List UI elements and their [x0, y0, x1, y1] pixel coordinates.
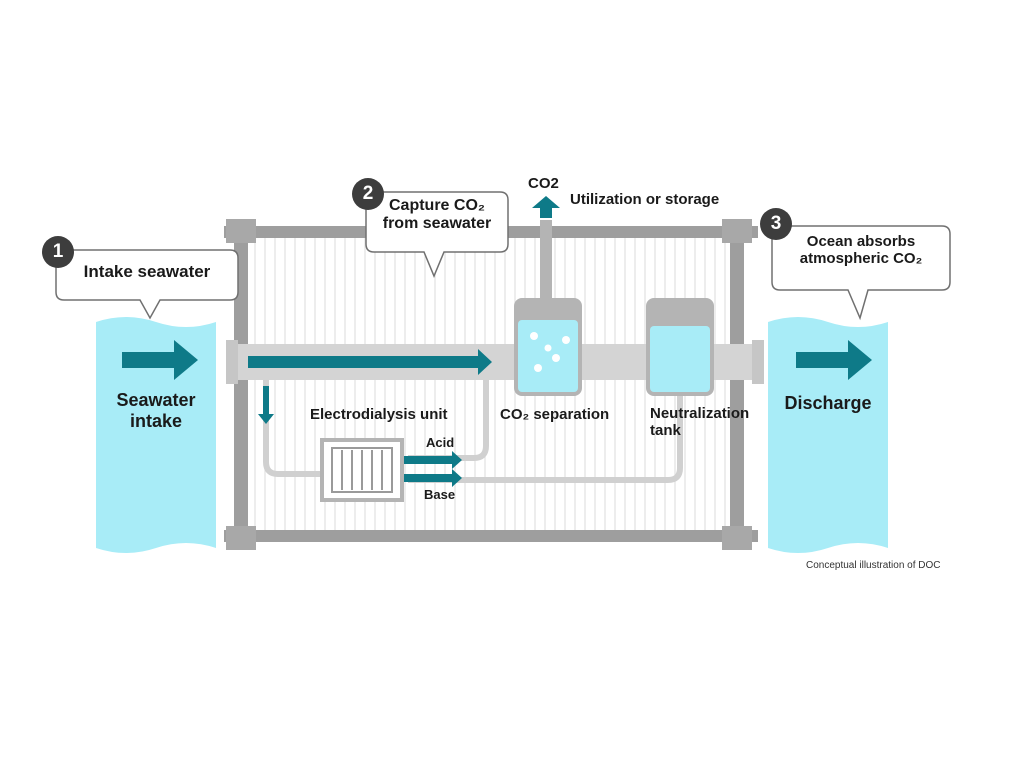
neutralization-line1: Neutralization	[650, 405, 750, 422]
frame-post-left	[234, 222, 248, 544]
seawater-intake-line2: intake	[129, 410, 183, 431]
neutralization-line2: tank	[650, 422, 681, 440]
diagram-caption: Conceptual illustration of DOC	[806, 560, 941, 571]
step-2-badge: 2	[352, 178, 384, 210]
down-flow-arrow	[258, 386, 274, 424]
discharge-water-column	[768, 317, 888, 553]
bubble	[530, 332, 538, 340]
frame-joint-bl	[226, 526, 256, 550]
bubble	[562, 336, 570, 344]
co2-vent-pipe	[540, 220, 552, 304]
seawater-intake-label: Seawater intake	[96, 390, 216, 431]
co2-label: CO2	[528, 175, 559, 192]
acid-arrow	[404, 451, 462, 469]
bubble	[552, 354, 560, 362]
bubble	[544, 344, 552, 352]
bubble-1	[55, 249, 239, 320]
seawater-intake-line1: Seawater	[116, 390, 196, 410]
main-flow-arrow	[248, 349, 492, 375]
discharge-label: Discharge	[784, 393, 872, 413]
neutralization-liquid	[650, 326, 710, 392]
step-3-label-line2: atmospheric CO₂	[799, 250, 923, 268]
step-1-badge: 1	[42, 236, 74, 268]
acid-return-pipe	[408, 380, 489, 461]
intake-arrow	[122, 340, 198, 380]
step-3-badge: 3	[760, 208, 792, 240]
electrodialysis-unit-label: Electrodialysis unit	[310, 406, 448, 423]
frame-joint-br	[722, 526, 752, 550]
step-1-label: Intake seawater	[83, 262, 211, 281]
frame-joint-tr	[722, 219, 752, 243]
step-2-label-line2: from seawater	[382, 215, 492, 233]
bubble	[534, 364, 542, 372]
base-label: Base	[424, 487, 456, 502]
lower-pipe-loop	[263, 380, 322, 477]
acid-label: Acid	[426, 435, 455, 450]
discharge-arrow	[796, 340, 872, 380]
step-3-label: Ocean absorbs atmospheric CO₂	[774, 233, 948, 268]
frame-beam-bottom	[224, 530, 758, 542]
utilization-label: Utilization or storage	[570, 191, 720, 208]
step-2-label: Capture CO₂ from seawater	[368, 197, 506, 234]
main-pipe-end-left	[226, 340, 238, 384]
step-3-label-line1: Ocean absorbs	[806, 233, 916, 250]
frame-joint-tl	[226, 219, 256, 243]
base-return-pipe	[408, 386, 683, 483]
step-2-label-line1: Capture CO₂	[388, 197, 485, 214]
main-pipe-end-right	[752, 340, 764, 384]
co2-separation-liquid	[518, 320, 578, 392]
co2-separation-label: CO₂ separation	[500, 406, 610, 423]
base-arrow	[404, 469, 462, 487]
frame-post-right	[730, 222, 744, 544]
co2-up-arrow	[532, 196, 560, 218]
intake-water-column	[96, 317, 216, 553]
neutralization-tank-label: Neutralization tank	[650, 405, 749, 440]
